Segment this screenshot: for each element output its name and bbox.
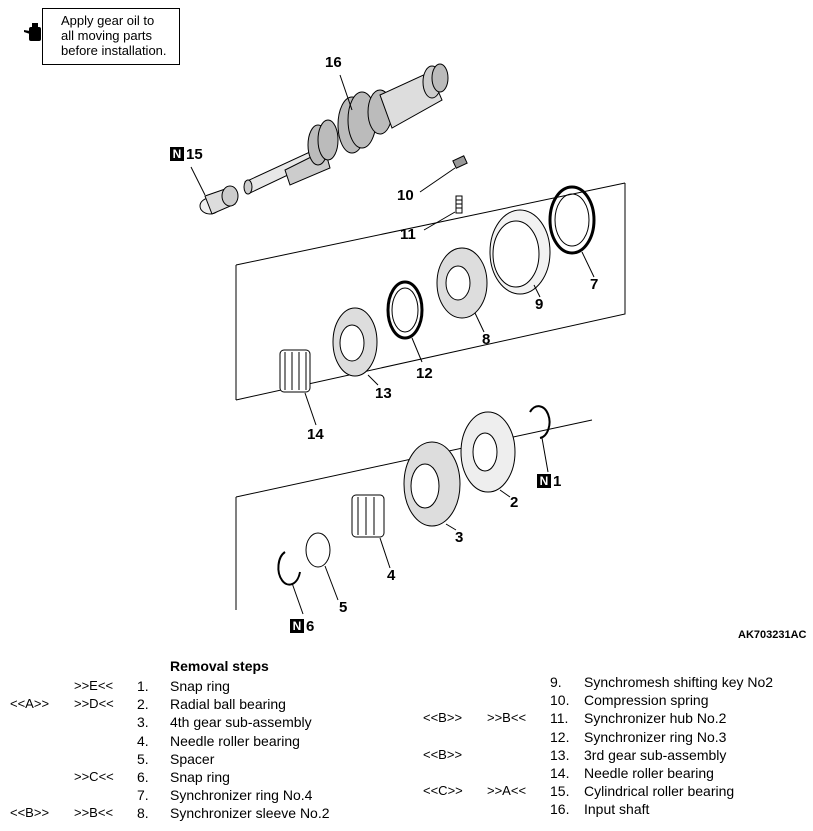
step-label: Cylindrical roller bearing [584, 783, 735, 800]
needle-bearing-4 [351, 494, 391, 569]
step-number: 9. [550, 674, 562, 690]
step-label: Synchronizer ring No.3 [584, 728, 727, 745]
step-number: 1. [137, 678, 149, 694]
synchronizer-ring-3 [386, 280, 424, 363]
n-box-icon: N [170, 147, 184, 161]
step-install-code: <<B>> [423, 746, 463, 762]
note-box: Apply gear oil to all moving parts befor… [24, 8, 180, 65]
callout-9: 9 [535, 296, 544, 313]
third-gear [332, 307, 379, 386]
callout-13: 13 [375, 385, 392, 402]
note-line: all moving parts [61, 28, 153, 43]
note-text: Apply gear oil to all moving parts befor… [61, 13, 179, 58]
step-number: 12. [550, 728, 570, 745]
step-install-code: <<A>> [10, 696, 50, 712]
step-removal-code: >>D<< [74, 696, 114, 712]
step-install-code: <<C>> [423, 783, 463, 799]
step-removal-code: >>B<< [74, 805, 114, 821]
callout-3: 3 [455, 529, 464, 546]
oil-can-icon [24, 23, 41, 41]
step-number: 8. [137, 805, 149, 822]
snap-ring-6 [277, 551, 304, 615]
step-number: 14. [550, 765, 570, 781]
n-box-icon: N [290, 619, 304, 633]
step-label: Needle roller bearing [170, 732, 300, 749]
callout-14: 14 [307, 426, 324, 443]
compression-spring [423, 195, 463, 231]
figure-code: AK703231AC [738, 629, 807, 641]
step-label: 3rd gear sub-assembly [584, 746, 727, 763]
step-label: Synchromesh shifting key No2 [584, 674, 774, 690]
input-shaft [243, 63, 449, 195]
step-number: 10. [550, 692, 570, 709]
step-removal-code: >>C<< [74, 769, 114, 784]
step-label: Input shaft [584, 801, 650, 818]
synchronizer-ring-4 [548, 185, 596, 278]
step-number: 5. [137, 750, 149, 767]
note-line: Apply gear oil to [61, 13, 155, 28]
step-label: Synchronizer sleeve No.2 [170, 805, 330, 822]
callout-5: 5 [339, 599, 348, 616]
snap-ring-1 [529, 405, 551, 473]
radial-ball-bearing [460, 411, 516, 498]
callout-4: 4 [387, 567, 396, 584]
step-number: 16. [550, 801, 570, 818]
synchronizer-hub [436, 247, 488, 333]
step-label: 4th gear sub-assembly [170, 714, 312, 731]
callout-7: 7 [590, 276, 599, 293]
step-removal-code: >>A<< [487, 783, 527, 799]
step-install-code: <<B>> [423, 710, 463, 726]
step-number: 3. [137, 714, 149, 731]
shifting-key [419, 155, 468, 193]
cylindrical-roller-bearing [190, 166, 239, 215]
exploded-view-diagram [190, 63, 626, 615]
step-removal-code: >>B<< [487, 710, 527, 726]
step-label: Snap ring [170, 769, 230, 785]
step-install-code: <<B>> [10, 805, 50, 821]
spacer [305, 532, 339, 601]
callout-16: 16 [325, 54, 342, 71]
step-label: Spacer [170, 750, 215, 767]
step-label: Radial ball bearing [170, 696, 286, 713]
callout-8: 8 [482, 331, 491, 348]
callout-2: 2 [510, 494, 519, 511]
step-number: 15. [550, 783, 570, 800]
removal-steps-title: Removal steps [170, 658, 269, 674]
fourth-gear [403, 441, 461, 531]
step-removal-code: >>E<< [74, 678, 114, 693]
note-line: before installation. [61, 43, 167, 58]
n-box-icon: N [537, 474, 551, 488]
step-label: Synchronizer hub No.2 [584, 710, 727, 727]
synchronizer-sleeve [489, 209, 551, 298]
step-label: Snap ring [170, 678, 230, 694]
step-label: Synchronizer ring No.4 [170, 787, 313, 804]
step-number: 7. [137, 787, 149, 804]
step-number: 13. [550, 746, 570, 763]
step-label: Compression spring [584, 692, 709, 709]
step-label: Needle roller bearing [584, 765, 714, 781]
step-number: 2. [137, 696, 149, 713]
step-number: 4. [137, 732, 149, 749]
needle-bearing-14 [279, 349, 317, 426]
callout-11: 11 [400, 226, 416, 243]
callout-12: 12 [416, 365, 433, 382]
callout-10: 10 [397, 187, 414, 204]
step-number: 11. [550, 710, 569, 727]
step-number: 6. [137, 769, 149, 785]
